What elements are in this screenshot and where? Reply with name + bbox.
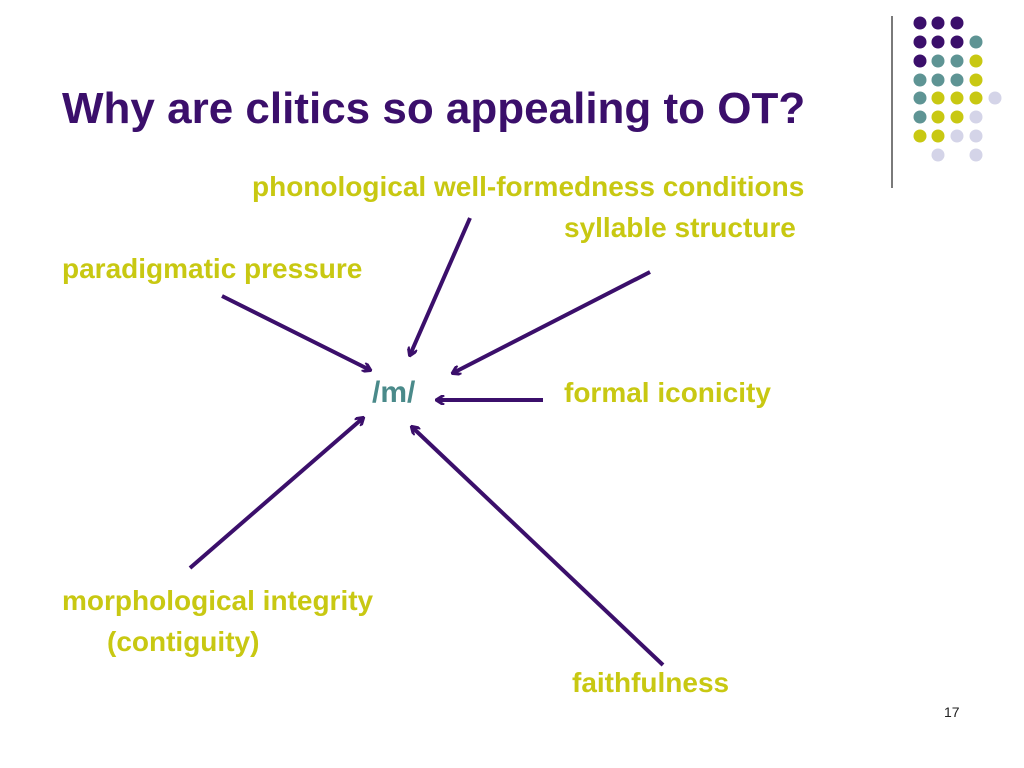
- decorative-dot: [913, 35, 927, 49]
- label-faithfulness: faithfulness: [572, 667, 730, 698]
- decorative-dot: [950, 73, 964, 87]
- decorative-dot: [913, 54, 927, 68]
- label-contiguity: (contiguity): [107, 626, 260, 657]
- label-syllable-structure: syllable structure: [564, 212, 796, 243]
- center-node: /m/: [372, 376, 416, 409]
- decorative-dot: [950, 129, 964, 143]
- decorative-dot: [969, 54, 983, 68]
- decorative-dot: [913, 91, 927, 105]
- arrow-syllable: [453, 270, 651, 373]
- slide-title: Why are clitics so appealing to OT?: [62, 84, 806, 133]
- arrow-faithfulness: [412, 427, 665, 667]
- decorative-dot: [969, 148, 983, 162]
- decorative-dot: [931, 91, 945, 105]
- decorative-dot: [950, 54, 964, 68]
- arrow-morphological: [188, 418, 363, 570]
- label-paradigmatic-pressure: paradigmatic pressure: [62, 253, 363, 284]
- decorative-dot: [950, 91, 964, 105]
- decorative-dot: [969, 91, 983, 105]
- decorative-dot: [950, 35, 964, 49]
- divider-line: [891, 16, 893, 188]
- decorative-dot: [969, 129, 983, 143]
- decorative-dot: [931, 129, 945, 143]
- decorative-dot: [931, 16, 945, 30]
- arrow-paradigmatic: [221, 294, 370, 370]
- page-number: 17: [944, 704, 960, 720]
- decorative-dot: [913, 110, 927, 124]
- decorative-dot: [931, 73, 945, 87]
- decorative-dot: [969, 73, 983, 87]
- decorative-dot: [913, 16, 927, 30]
- label-phonological: phonological well-formedness conditions: [252, 171, 805, 202]
- decorative-dot: [931, 54, 945, 68]
- decorative-dot: [913, 129, 927, 143]
- decorative-dot: [988, 91, 1002, 105]
- decorative-dot: [950, 110, 964, 124]
- decorative-dot: [913, 73, 927, 87]
- decorative-dot: [931, 148, 945, 162]
- decorative-dot-grid: [913, 16, 1002, 162]
- decorative-dot: [931, 35, 945, 49]
- decorative-dot: [950, 16, 964, 30]
- label-formal-iconicity: formal iconicity: [564, 377, 771, 408]
- label-morphological-integrity: morphological integrity: [62, 585, 374, 616]
- decorative-dot: [969, 35, 983, 49]
- decorative-dot: [931, 110, 945, 124]
- arrow-phonological: [410, 217, 472, 355]
- decorative-dot: [969, 110, 983, 124]
